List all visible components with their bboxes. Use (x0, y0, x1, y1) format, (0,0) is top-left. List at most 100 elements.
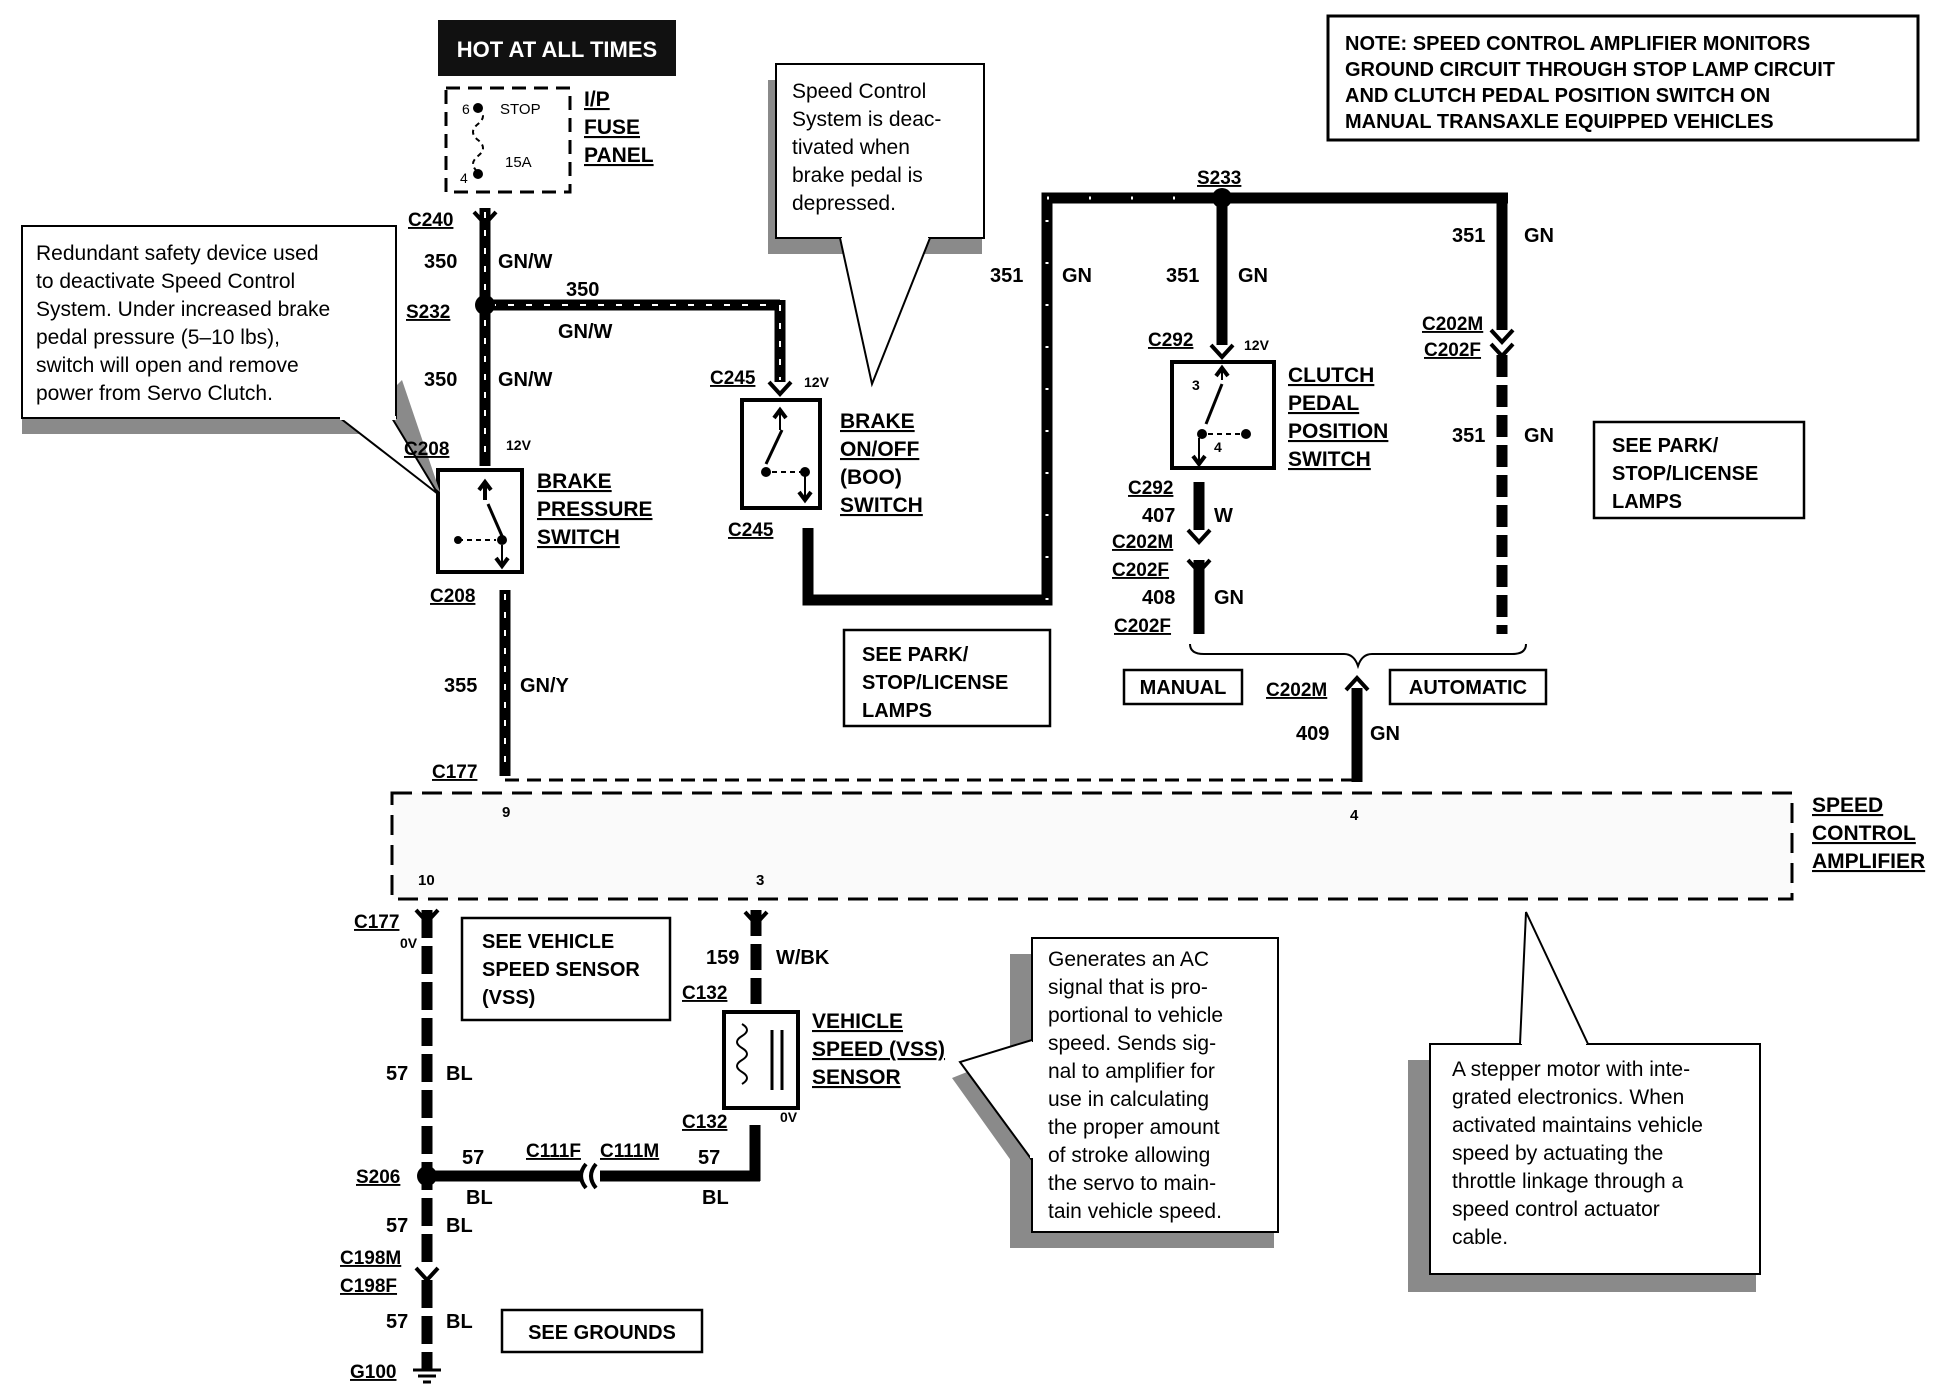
callout-stepper-motor: A stepper motor with inte- grated electr… (1408, 911, 1761, 1292)
callout-speed-control-system: Speed Control System is deac- tivated wh… (768, 63, 985, 388)
svg-text:VEHICLE: VEHICLE (812, 1010, 903, 1033)
ref-park-stop-center: SEE PARK/ STOP/LICENSE LAMPS (842, 628, 1052, 728)
svg-text:9: 9 (502, 804, 510, 821)
brake-pressure-switch-label: BRAKE PRESSURE SWITCH (537, 470, 653, 549)
manual-automatic-bracket (1189, 643, 1527, 670)
svg-text:12V: 12V (1244, 337, 1270, 353)
svg-text:BL: BL (702, 1187, 729, 1209)
svg-text:BL: BL (446, 1311, 473, 1333)
ref-park-stop-right: SEE PARK/ STOP/LICENSE LAMPS (1592, 420, 1806, 520)
svg-text:Redundant safety device used: Redundant safety device used (36, 242, 319, 265)
svg-text:GN: GN (1062, 265, 1092, 287)
svg-text:speed control actuator: speed control actuator (1452, 1198, 1660, 1221)
svg-text:HOT AT ALL TIMES: HOT AT ALL TIMES (457, 37, 657, 62)
brake-pressure-switch (436, 468, 524, 574)
svg-text:GN: GN (1524, 225, 1554, 247)
svg-text:3: 3 (756, 872, 764, 889)
svg-text:System is deac-: System is deac- (792, 108, 941, 131)
vss-sensor-label: VEHICLE SPEED (VSS) SENSOR (812, 1010, 945, 1089)
svg-text:57: 57 (462, 1147, 484, 1169)
svg-text:350: 350 (424, 369, 457, 391)
svg-text:C177: C177 (432, 762, 477, 783)
svg-text:S232: S232 (406, 302, 450, 323)
svg-text:57: 57 (386, 1063, 408, 1085)
svg-text:PRESSURE: PRESSURE (537, 498, 653, 521)
svg-text:BRAKE: BRAKE (537, 470, 612, 493)
svg-text:4: 4 (1214, 439, 1222, 455)
svg-text:4: 4 (1350, 807, 1359, 824)
svg-text:C198F: C198F (340, 1276, 397, 1297)
svg-text:GN/Y: GN/Y (520, 675, 570, 697)
label-manual: MANUAL (1122, 668, 1244, 706)
fuse-stop-15a: 6 STOP 15A 4 (444, 86, 572, 194)
svg-text:GN/W: GN/W (498, 251, 553, 273)
wire-350-gn-w (479, 208, 786, 466)
callout-generates-ac: Generates an AC signal that is pro- port… (952, 937, 1279, 1248)
svg-text:C177: C177 (354, 912, 399, 933)
svg-text:GROUND CIRCUIT THROUGH STOP LA: GROUND CIRCUIT THROUGH STOP LAMP CIRCUIT (1345, 59, 1835, 81)
svg-text:GN: GN (1524, 425, 1554, 447)
svg-text:SWITCH: SWITCH (840, 494, 923, 517)
svg-text:Speed Control: Speed Control (792, 80, 926, 103)
svg-text:BL: BL (446, 1215, 473, 1237)
svg-text:SWITCH: SWITCH (537, 526, 620, 549)
svg-text:STOP/LICENSE: STOP/LICENSE (1612, 463, 1758, 485)
svg-text:POSITION: POSITION (1288, 420, 1388, 443)
svg-text:LAMPS: LAMPS (1612, 491, 1682, 513)
svg-text:S233: S233 (1197, 168, 1241, 189)
svg-text:STOP: STOP (500, 101, 541, 118)
svg-text:SPEED: SPEED (1812, 794, 1883, 817)
svg-text:tivated when: tivated when (792, 136, 910, 159)
svg-text:MANUAL: MANUAL (1140, 677, 1227, 699)
svg-text:STOP/LICENSE: STOP/LICENSE (862, 672, 1008, 694)
boo-switch-label: BRAKE ON/OFF (BOO) SWITCH (840, 410, 923, 517)
svg-text:A stepper motor with inte-: A stepper motor with inte- (1452, 1058, 1690, 1081)
callout-redundant-safety: Redundant safety device used to deactiva… (21, 225, 440, 495)
svg-text:GN: GN (1214, 587, 1244, 609)
svg-text:power from Servo Clutch.: power from Servo Clutch. (36, 382, 273, 405)
connector-labels: C240 S232 C208 C208 C245 C245 S233 C292 … (340, 168, 1483, 1383)
svg-text:cable.: cable. (1452, 1226, 1508, 1249)
svg-text:throttle linkage through a: throttle linkage through a (1452, 1170, 1683, 1193)
svg-text:57: 57 (386, 1311, 408, 1333)
svg-text:BRAKE: BRAKE (840, 410, 915, 433)
svg-text:the proper amount: the proper amount (1048, 1116, 1220, 1139)
svg-text:SWITCH: SWITCH (1288, 448, 1371, 471)
svg-text:C202M: C202M (1112, 532, 1173, 553)
svg-text:to deactivate Speed Control: to deactivate Speed Control (36, 270, 295, 293)
wire-409-gn (1344, 675, 1370, 782)
svg-text:I/P: I/P (584, 88, 610, 111)
svg-text:C132: C132 (682, 1112, 727, 1133)
splice-s233 (1212, 188, 1232, 208)
connector-chevrons (414, 210, 1515, 1283)
svg-text:C202F: C202F (1424, 340, 1481, 361)
svg-text:SPEED (VSS): SPEED (VSS) (812, 1038, 945, 1061)
svg-text:C198M: C198M (340, 1248, 401, 1269)
svg-text:350: 350 (424, 251, 457, 273)
svg-text:SEE PARK/: SEE PARK/ (862, 644, 969, 666)
boo-switch (740, 398, 822, 510)
svg-text:C292: C292 (1128, 478, 1173, 499)
svg-text:speed. Sends sig-: speed. Sends sig- (1048, 1032, 1216, 1055)
svg-text:Generates an AC: Generates an AC (1048, 948, 1209, 971)
svg-text:SEE PARK/: SEE PARK/ (1612, 435, 1719, 457)
amplifier-label: SPEED CONTROL AMPLIFIER (1812, 794, 1925, 873)
svg-text:SEE VEHICLE: SEE VEHICLE (482, 931, 614, 953)
note-box: NOTE: SPEED CONTROL AMPLIFIER MONITORS G… (1326, 14, 1920, 142)
svg-text:C202M: C202M (1266, 680, 1327, 701)
clutch-switch-label: CLUTCH PEDAL POSITION SWITCH (1288, 364, 1388, 471)
svg-text:depressed.: depressed. (792, 192, 896, 215)
svg-text:15A: 15A (505, 154, 532, 171)
svg-text:12V: 12V (804, 374, 830, 390)
svg-text:C240: C240 (408, 210, 453, 231)
svg-text:SENSOR: SENSOR (812, 1066, 901, 1089)
svg-text:CLUTCH: CLUTCH (1288, 364, 1374, 387)
svg-text:the servo to main-: the servo to main- (1048, 1172, 1216, 1195)
svg-text:C245: C245 (728, 520, 774, 541)
svg-text:AND CLUTCH PEDAL POSITION SWIT: AND CLUTCH PEDAL POSITION SWITCH ON (1345, 85, 1770, 107)
svg-text:GN: GN (1370, 723, 1400, 745)
label-automatic: AUTOMATIC (1388, 668, 1548, 706)
svg-text:C111M: C111M (600, 1141, 659, 1162)
svg-text:159: 159 (706, 947, 739, 969)
svg-text:351: 351 (990, 265, 1023, 287)
